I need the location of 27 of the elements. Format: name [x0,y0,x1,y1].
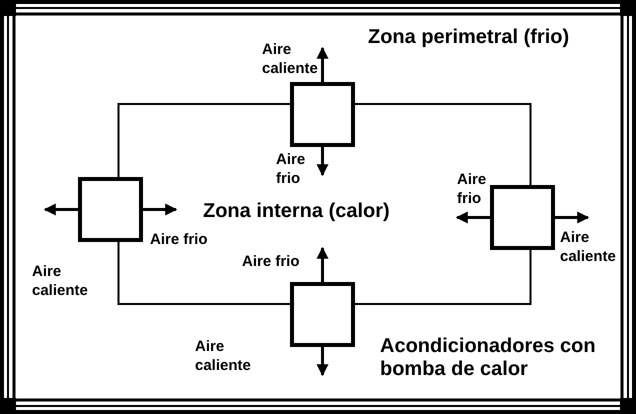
edge-label: Aire caliente [195,337,252,375]
edge-label: Aire frio [276,150,306,188]
heat-pump-unit-box [78,177,143,242]
edge-label: Aire caliente [262,40,319,78]
arrow [143,204,178,216]
edge-label: Aire caliente [32,262,89,300]
arrow [456,212,490,224]
edge-label: Aire frio [150,230,209,249]
heat-pump-unit-box [290,82,355,147]
arrow [555,212,590,224]
arrow [316,147,328,176]
connecting-line [118,103,290,177]
caption-text: Acondicionadores con bomba de calor [380,335,597,381]
arrow [44,204,78,216]
zone-title: Zona interna (calor) [203,200,391,223]
edge-label: Aire caliente [560,228,617,266]
edge-label: Aire frio [242,252,301,271]
zone-title: Zona perimetral (frio) [368,26,570,49]
arrow [316,246,328,282]
connecting-line [355,103,532,185]
arrow [316,46,328,82]
heat-pump-unit-box [290,282,355,347]
edge-label: Aire frio [457,170,488,208]
heat-pump-unit-box [490,185,555,250]
connecting-line [118,242,290,305]
connecting-line [355,250,532,305]
arrow [316,347,328,376]
